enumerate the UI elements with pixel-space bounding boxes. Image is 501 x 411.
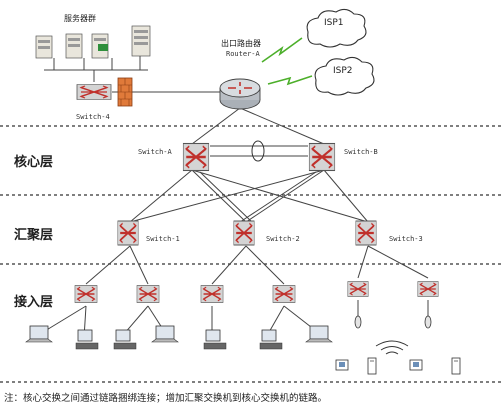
router-icon [219, 78, 261, 110]
desktop-icon [113, 329, 137, 350]
server-icon [131, 25, 151, 57]
cloud-icon [314, 56, 375, 96]
laptop-icon [151, 325, 179, 343]
switch-3-label: Switch-3 [389, 235, 423, 243]
desktop-icon [203, 329, 227, 350]
lightning-icon [261, 37, 313, 86]
server-icon [91, 33, 109, 59]
switch-a-label: Switch-A [138, 148, 172, 156]
switch-2-label: Switch-2 [266, 235, 300, 243]
switch-b-label: Switch-B [344, 148, 378, 156]
router-name: Router-A [226, 50, 260, 58]
layer-dividers [0, 125, 501, 383]
phone-icon [451, 357, 461, 375]
switch-icon [200, 284, 224, 304]
laptop-icon [305, 325, 333, 343]
aggregation-layer-label: 汇聚层 [14, 228, 54, 243]
phone-icon [367, 357, 377, 375]
isp1-label: ISP1 [324, 18, 344, 28]
firewall-icon [117, 77, 133, 107]
router-name-cn: 出口路由器 [221, 39, 261, 48]
link-bundle-marker [251, 140, 265, 162]
access-point-icon [354, 315, 362, 329]
wifi-signal-icon [375, 340, 409, 355]
laptop-icon [25, 325, 53, 343]
phone-icon [335, 359, 349, 371]
cloud-icon [306, 8, 367, 48]
isp2-label: ISP2 [333, 66, 353, 76]
server-icon [35, 35, 53, 59]
phone-icon [409, 359, 423, 371]
switch-icon [74, 284, 98, 304]
switch-icon [308, 142, 336, 172]
access-point-icon [424, 315, 432, 329]
switch-icon [232, 219, 256, 247]
switch-icon [76, 83, 112, 101]
desktop-icon [75, 329, 99, 350]
switch-icon [136, 284, 160, 304]
server-group-label: 服务器群 [64, 14, 96, 23]
core-layer-label: 核心层 [14, 155, 54, 170]
desktop-icon [259, 329, 283, 350]
server-icon [65, 33, 83, 59]
switch-icon [272, 284, 296, 304]
footnote: 注：核心交换之间通过链路捆绑连接；增加汇聚交换机到核心交换机的链路。 [4, 393, 328, 404]
network-links [39, 55, 429, 339]
access-layer-label: 接入层 [14, 295, 54, 310]
switch-1-label: Switch-1 [146, 235, 180, 243]
switch-icon [417, 280, 439, 298]
switch4-label: Switch-4 [76, 113, 110, 121]
switch-icon [182, 142, 210, 172]
switch-icon [354, 219, 378, 247]
switch-icon [116, 219, 140, 247]
switch-icon [347, 280, 369, 298]
